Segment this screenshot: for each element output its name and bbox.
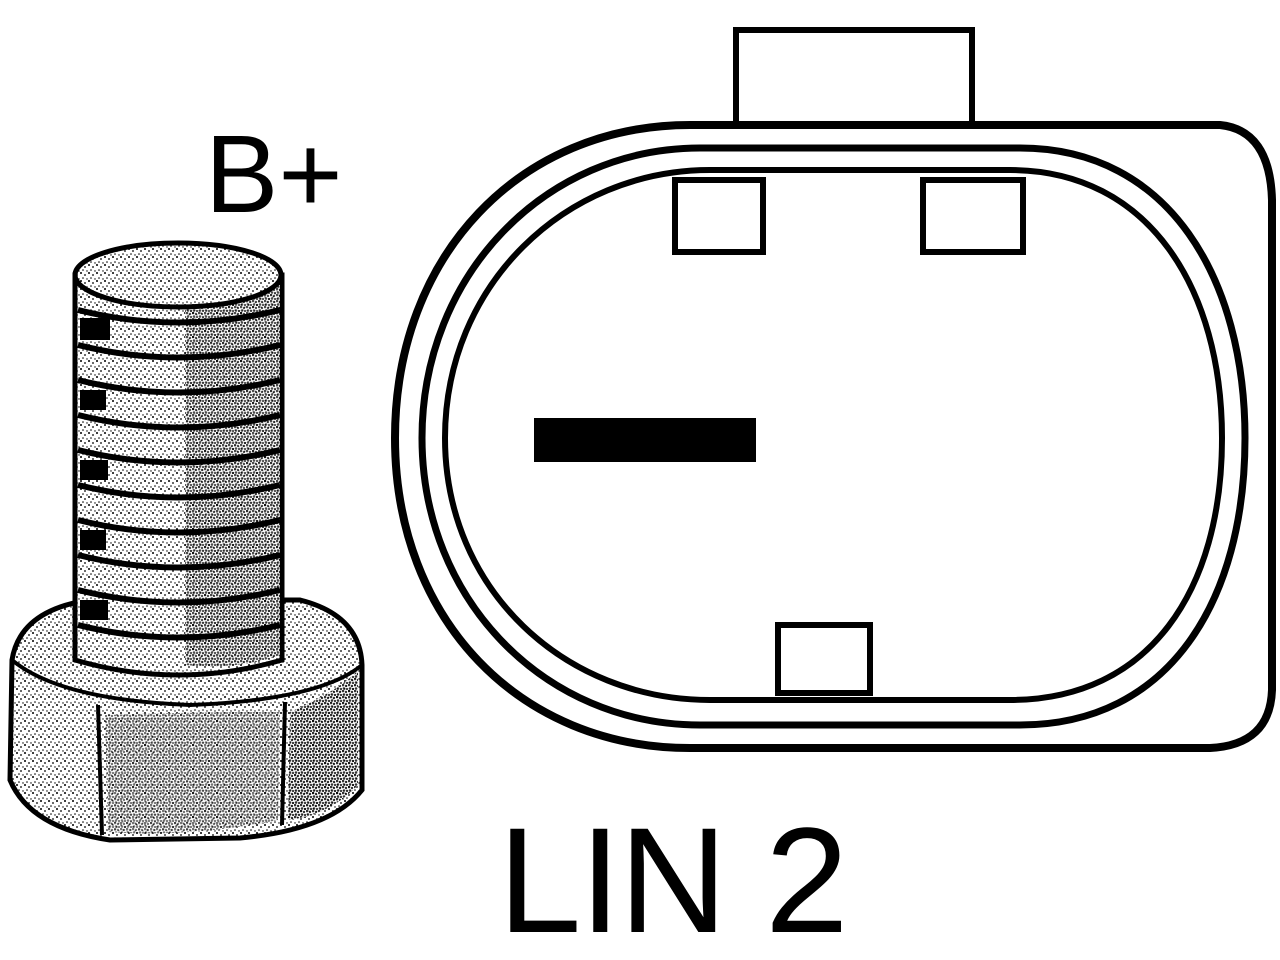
connector-latch-tab [733, 27, 975, 133]
connector-pin [534, 418, 756, 462]
bolt-shaft [72, 272, 285, 678]
connector-key-notch-bottom [775, 622, 873, 696]
connector-key-notch-left [672, 177, 766, 255]
bolt-icon [7, 240, 365, 843]
bolt-tip [72, 240, 284, 310]
bolt-terminal-label: B+ [205, 113, 343, 236]
plug-connector-icon [390, 27, 1276, 752]
connector-key-notch-right [920, 177, 1026, 255]
connector-cavity [441, 167, 1226, 703]
connector-terminal-label: LIN 2 [498, 796, 847, 960]
